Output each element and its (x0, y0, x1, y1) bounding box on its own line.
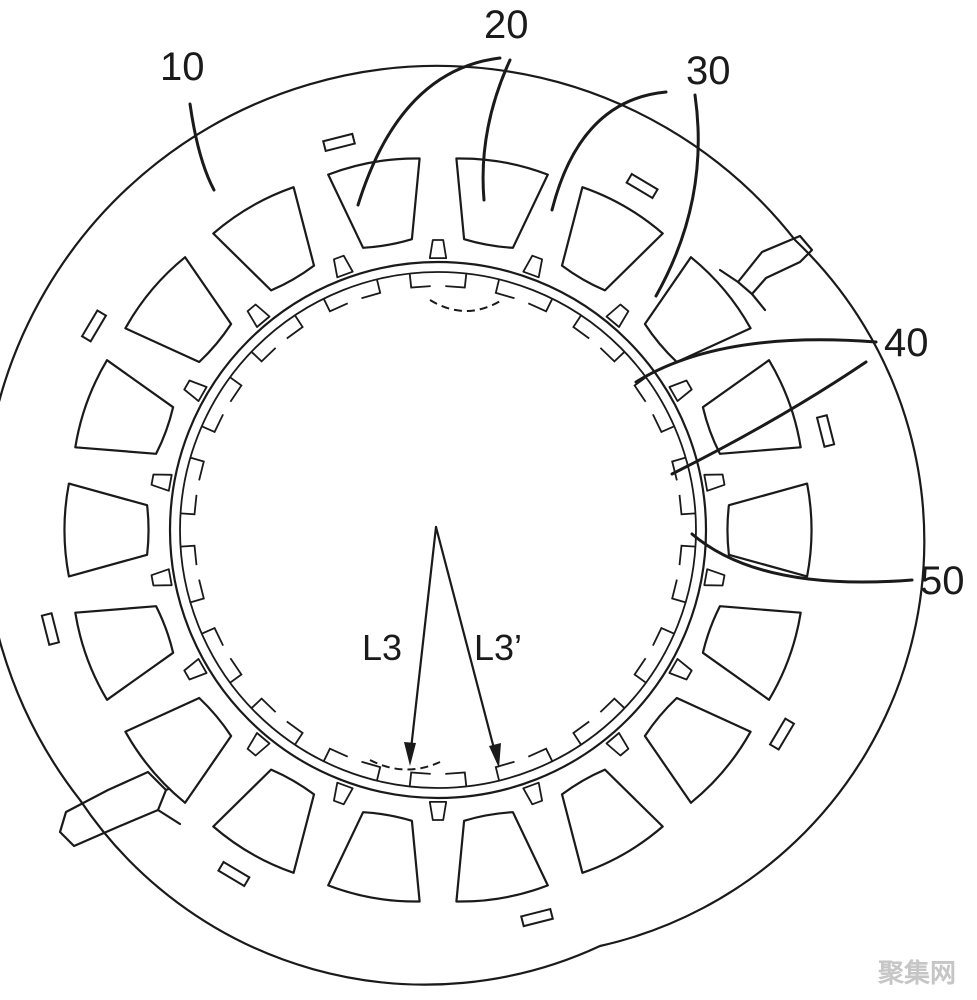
tooth-tip (703, 473, 726, 492)
rim-mark (217, 860, 251, 888)
stator-slot (124, 256, 233, 364)
bore-notch (633, 376, 675, 434)
dashed-segment-bottom (369, 759, 441, 771)
tooth-tip (522, 781, 543, 806)
bore-notch (180, 544, 205, 604)
l3-arrow-line (408, 525, 438, 760)
leader-20a (356, 56, 502, 207)
stator-slot (560, 768, 664, 874)
leader-40a (634, 338, 878, 384)
stator-slot (74, 605, 175, 701)
bore-notch (671, 456, 696, 516)
stator-slot (212, 186, 316, 292)
bore-ring-outer (168, 260, 708, 800)
bore-notch (322, 279, 382, 313)
tooth-tip (246, 732, 271, 757)
stator-slot (455, 157, 549, 249)
stator-slot (124, 696, 233, 804)
bore-notch (250, 697, 304, 746)
bore-notch (180, 456, 205, 516)
stator-slot (74, 359, 175, 455)
tooth-tip (522, 254, 543, 279)
stator-slot (63, 482, 150, 578)
tooth-tip (183, 658, 208, 681)
ref-label-10: 10 (160, 45, 205, 89)
stator-slot (327, 811, 421, 903)
bore-notch (408, 273, 468, 289)
ref-label-50: 50 (920, 559, 965, 603)
tooth-tip (333, 254, 354, 279)
l3-arrow-head (404, 742, 416, 766)
leader-40b (670, 360, 868, 476)
tooth-tip (150, 568, 173, 587)
rim-mark (625, 172, 659, 200)
watermark-text: 聚集网 (877, 958, 956, 989)
bore-notch (201, 376, 243, 434)
outer-ring-outline (0, 64, 926, 986)
bore-notch (572, 314, 626, 363)
tooth-tip (668, 658, 693, 681)
l3-prime-arrow-line (434, 525, 499, 762)
bore-notch (201, 626, 243, 684)
mounting-tab-lower-left (58, 770, 168, 848)
tooth-tip (703, 568, 726, 587)
ref-label-30: 30 (686, 49, 731, 93)
bore-notch (671, 544, 696, 604)
tooth-tip (668, 379, 693, 402)
bore-notch (322, 747, 382, 781)
rim-mark (815, 414, 836, 448)
rim-mark (80, 309, 108, 343)
leader-30b (654, 93, 700, 298)
bore-notches (180, 273, 696, 787)
leader-30a (550, 90, 668, 212)
bore-notch (494, 279, 554, 313)
tooth-tip (428, 239, 448, 259)
mounting-tab-upper-right (736, 234, 814, 296)
leader-50 (690, 532, 914, 584)
bore-notch (633, 626, 675, 684)
stator-slot (212, 768, 316, 874)
tooth-tip (605, 303, 630, 328)
stator-slot (560, 186, 664, 292)
dim-label-l3: L3 (362, 627, 402, 668)
l3-prime-arrow-head (489, 743, 501, 768)
ref-label-20: 20 (484, 3, 529, 47)
stator-slot (701, 605, 802, 701)
ref-label-40: 40 (884, 321, 929, 365)
stator-slot (701, 359, 802, 455)
tooth-tips (150, 239, 726, 821)
stator-slot (643, 696, 752, 804)
tooth-tip (605, 732, 630, 757)
bore-notch (250, 314, 304, 363)
rim-marks (40, 132, 836, 928)
leader-10 (188, 102, 216, 192)
stator-slots (63, 157, 813, 903)
bore-notch (408, 771, 468, 787)
tooth-tip (246, 303, 271, 328)
bore-ring-inner (179, 271, 697, 789)
stator-slot (726, 482, 813, 578)
rim-mark (768, 717, 796, 751)
tooth-tip (333, 781, 354, 806)
dashed-segment-top (429, 299, 503, 312)
rim-mark (520, 907, 554, 928)
leader-20b (481, 58, 512, 202)
tooth-tip (183, 379, 208, 402)
stator-slot (455, 811, 549, 903)
dim-label-l3-prime: L3’ (474, 627, 522, 668)
bore-notch (572, 697, 626, 746)
tooth-tip (428, 801, 448, 821)
tooth-tip (150, 473, 173, 492)
stator-slot (643, 256, 752, 364)
bore-notch (494, 747, 554, 781)
mounting-tab-upper-right-shoulder (718, 268, 767, 312)
rim-mark (40, 612, 61, 646)
rim-mark (322, 132, 356, 153)
stator-slot (327, 157, 421, 249)
